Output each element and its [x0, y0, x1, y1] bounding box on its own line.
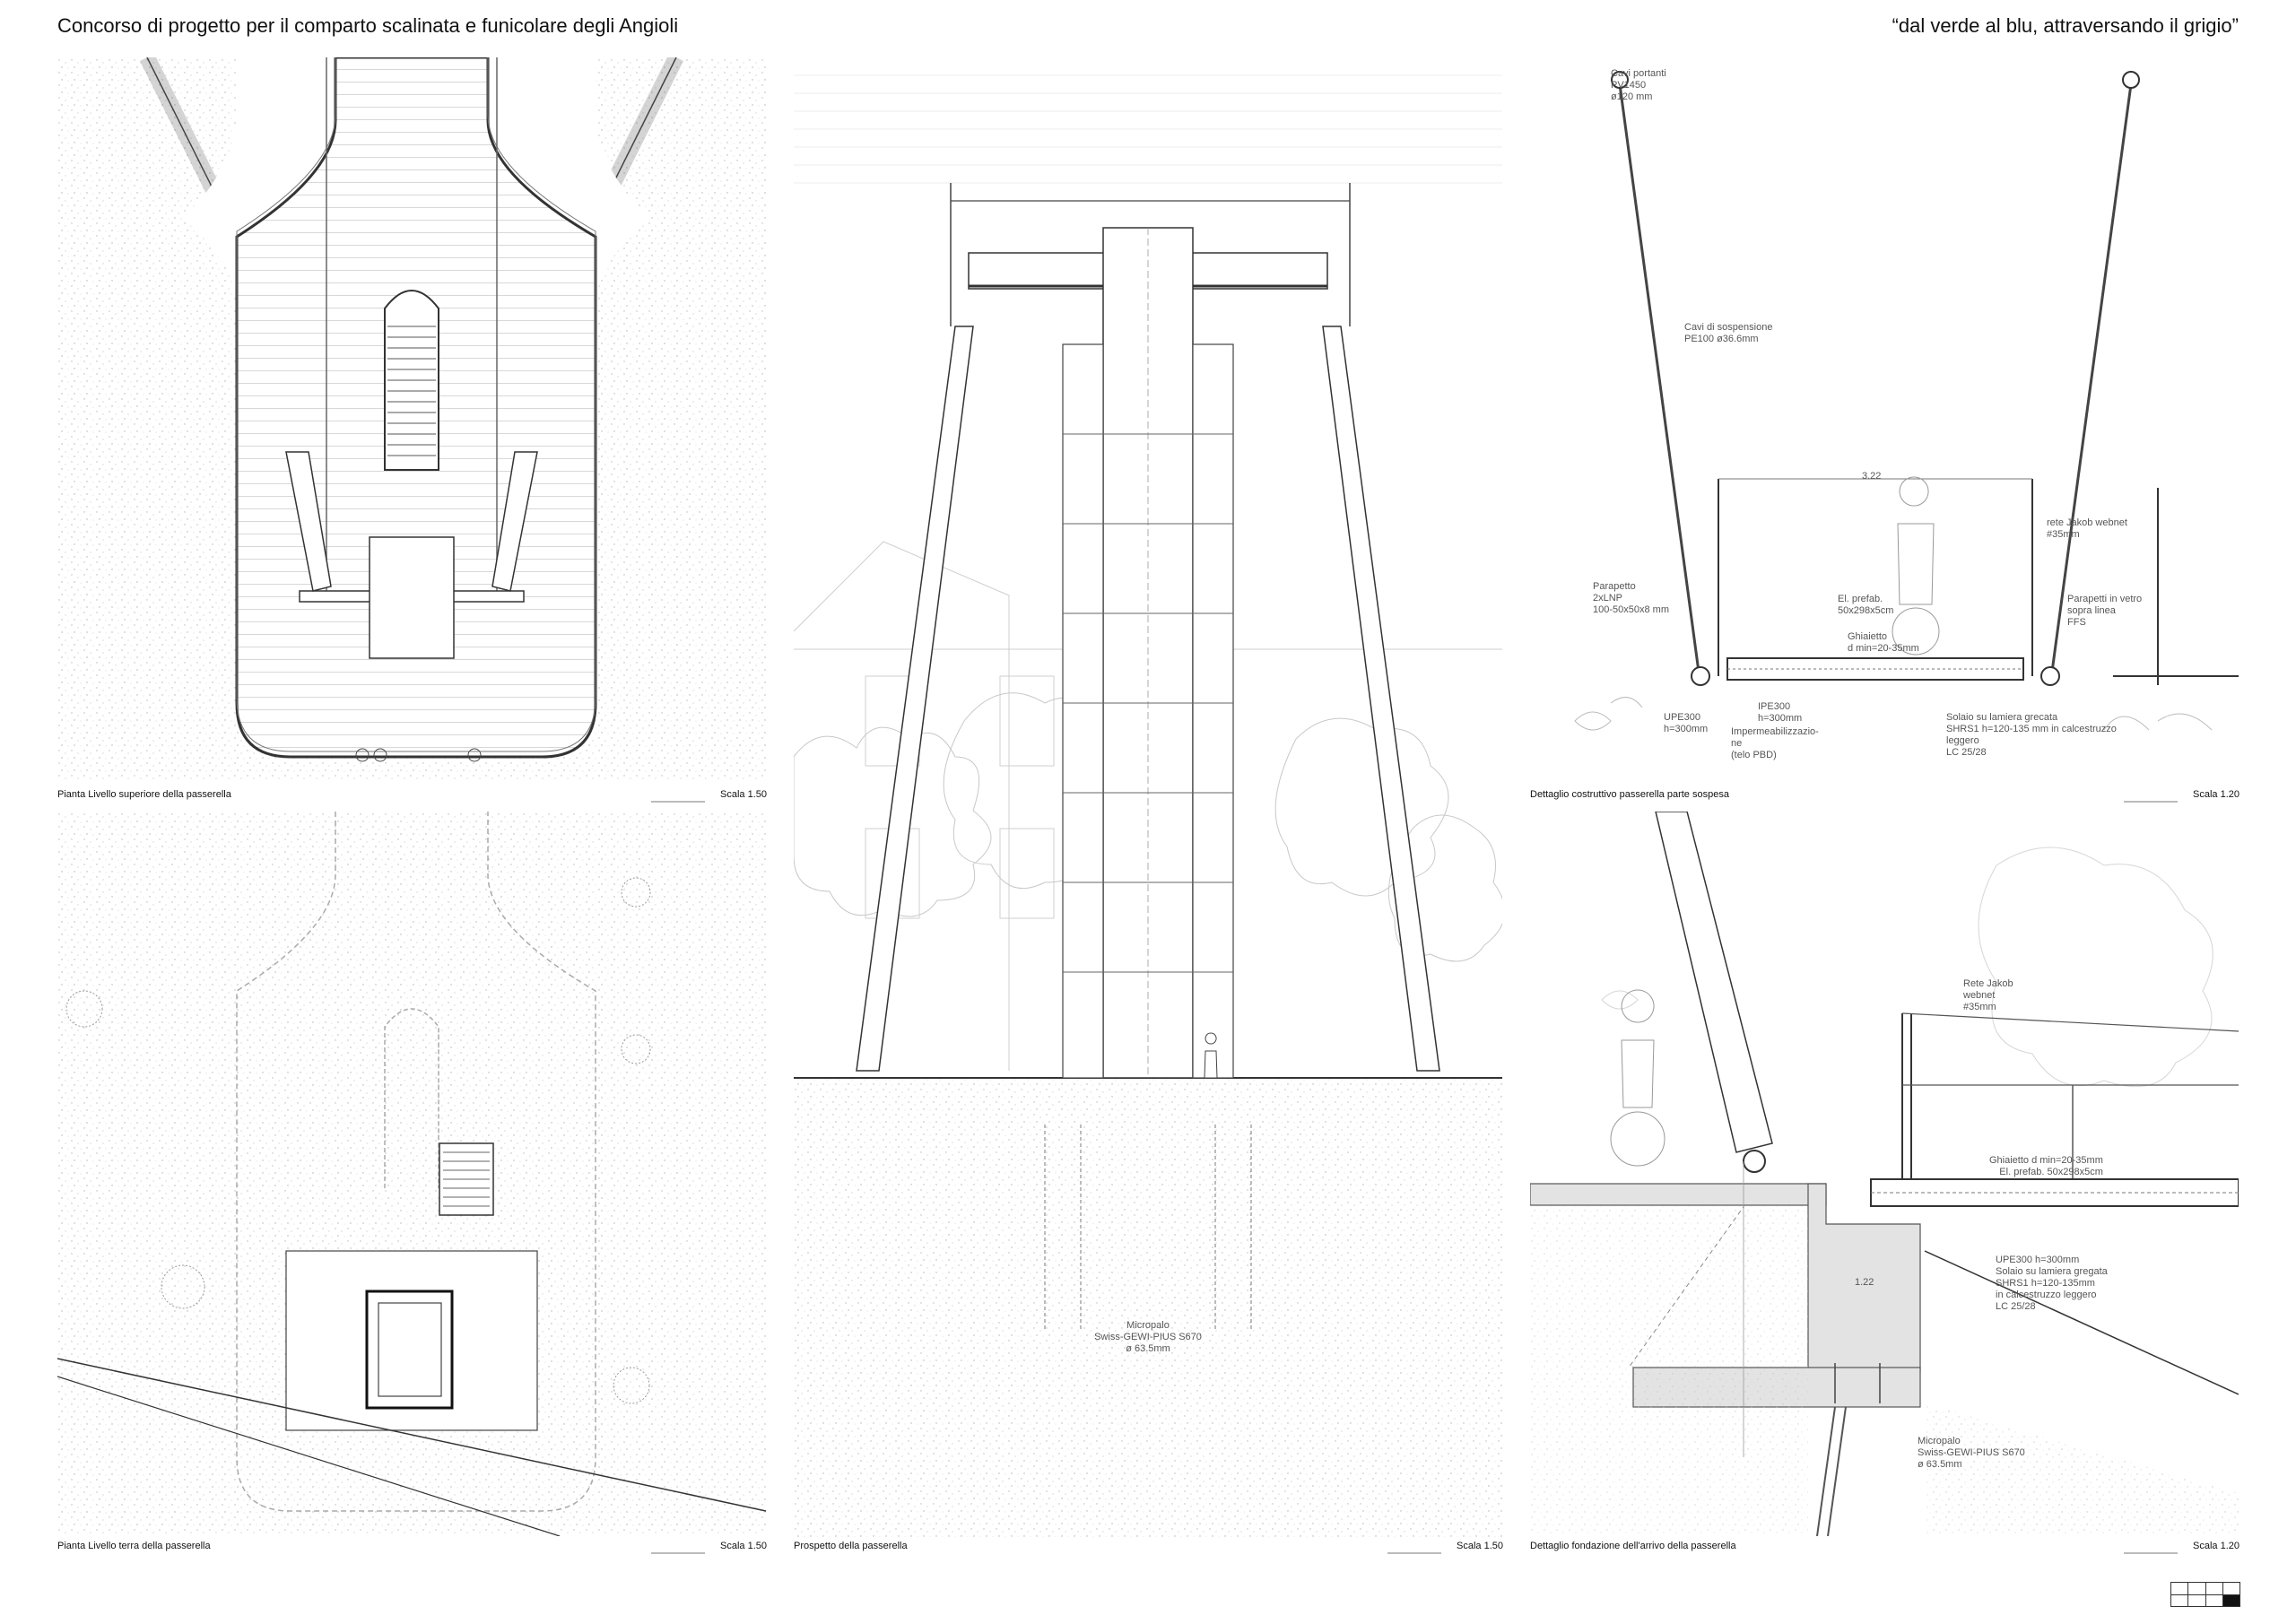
upe300-b-label: UPE300 h=300mm Solaio su lamiera gregata…	[1996, 1255, 2108, 1312]
upe300-label: UPE300 h=300mm	[1664, 712, 1709, 734]
detail-suspended-scalebar	[2124, 793, 2196, 803]
detail-foundation-scalebar	[2124, 1544, 2196, 1554]
detail-foundation-caption: Dettaglio fondazione dell'arrivo della p…	[1530, 1541, 1736, 1551]
el-prefab-label: El. prefab. 50x298x5cm	[1838, 594, 1894, 616]
plan-ground-drawing	[57, 812, 766, 1536]
width-dimension: 3.22	[1862, 471, 1882, 482]
plan-ground-caption: Pianta Livello terra della passerella	[57, 1541, 211, 1551]
detail-suspended-caption: Dettaglio costruttivo passerella parte s…	[1530, 789, 1729, 800]
detail-foundation-drawing: Rete Jakob webnet #35mm Ghiaietto d min=…	[1530, 812, 2239, 1536]
cavi-portanti-label: Cavi portanti PV1450 ø120 mm	[1611, 68, 1666, 102]
solaio-label: Solaio su lamiera grecata SHRS1 h=120-13…	[1946, 712, 2117, 758]
elevation-drawing: Micropalo Swiss-GEWI-PIUS S670 ø 63.5mm	[794, 57, 1502, 1537]
detail-suspended-scale: Scala 1.20	[2193, 789, 2239, 800]
project-motto: “dal verde al blu, attraversando il grig…	[1892, 14, 2239, 37]
rete-jakob-label: rete Jakob webnet #35mm	[2047, 517, 2127, 540]
detail-suspended-drawing: Cavi portanti PV1450 ø120 mm Cavi di sos…	[1530, 57, 2239, 782]
elevation-scalebar	[1387, 1544, 1459, 1554]
plan-upper-drawing: Pianta Livello superiore della passerell…	[57, 57, 766, 782]
plan-ground-scalebar	[651, 1544, 723, 1554]
plan-upper-scale: Scala 1.50	[720, 789, 767, 800]
impermeabilizzazione-label: Impermeabilizzazio- ne (telo PBD)	[1731, 726, 1819, 760]
detail-foundation-scale: Scala 1.20	[2193, 1541, 2239, 1551]
micropalo-label: Micropalo Swiss-GEWI-PIUS S670 ø 63.5mm	[1094, 1320, 1202, 1354]
ipe300-label: IPE300 h=300mm	[1758, 701, 1803, 724]
cavi-sospensione-label: Cavi di sospensione PE100 ø36.6mm	[1684, 322, 1773, 344]
ghiaietto-2-label: Ghiaietto d min=20-35mm El. prefab. 50x2…	[1989, 1155, 2103, 1177]
elevation-scale: Scala 1.50	[1457, 1541, 1503, 1551]
project-title: Concorso di progetto per il comparto sca…	[57, 14, 679, 37]
plan-upper-caption: Pianta Livello superiore della passerell…	[57, 789, 231, 800]
parapetti-vetro-label: Parapetti in vetro sopra linea FFS	[2067, 594, 2143, 628]
plan-ground-scale: Scala 1.50	[720, 1541, 767, 1551]
sheet-index-legend	[2170, 1582, 2240, 1607]
rete-jakob-2-label: Rete Jakob webnet #35mm	[1963, 978, 2013, 1012]
micropalo-det-label: Micropalo Swiss-GEWI-PIUS S670 ø 63.5mm	[1918, 1436, 2025, 1470]
plan-upper-scalebar	[651, 793, 723, 803]
dimension-122: 1.22	[1855, 1277, 1874, 1288]
elevation-caption: Prospetto della passerella	[794, 1541, 908, 1551]
parapetto-label: Parapetto 2xLNP 100-50x50x8 mm	[1593, 581, 1669, 615]
ghiaietto-label: Ghiaietto d min=20-35mm	[1848, 631, 1919, 654]
